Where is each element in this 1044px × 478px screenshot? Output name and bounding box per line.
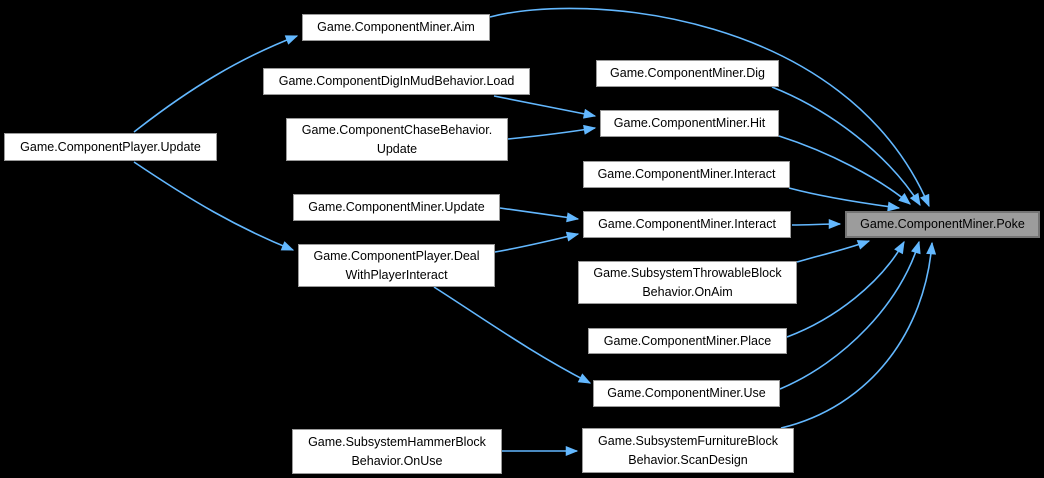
node-game-componentminer-hit[interactable]: Game.ComponentMiner.Hit [600,110,779,137]
edge-load-to-hit [493,95,597,119]
edge-dig-to-poke [771,86,921,207]
edge-player-update-to-aim [133,35,299,133]
edge-player-update-to-deal [133,161,295,251]
node-game-componentminer-aim[interactable]: Game.ComponentMiner.Aim [302,14,490,41]
edge-furniture-to-poke [780,241,937,429]
node-game-subsystemthrowableblockbehavior-onaim[interactable]: Game.SubsystemThrowableBlock Behavior.On… [578,261,797,304]
node-game-componentminer-interact-1[interactable]: Game.ComponentMiner.Interact [583,161,790,188]
edge-deal-to-use [433,286,592,384]
node-game-componentminer-update[interactable]: Game.ComponentMiner.Update [293,194,500,221]
node-game-subsystemfurnitureblockbehavior-scandesign[interactable]: Game.SubsystemFurnitureBlock Behavior.Sc… [582,428,794,473]
edge-aim-to-poke [489,7,930,208]
edge-use-to-poke [779,240,921,390]
edge-miner-update-to-interact-b [499,207,580,223]
node-game-componentchasebehavior-update[interactable]: Game.ComponentChaseBehavior. Update [286,118,508,161]
edge-interact-a-to-poke [788,187,901,212]
edge-onaim-to-poke [796,240,871,263]
edge-interact-b-to-poke [791,219,842,230]
node-game-componentplayer-dealwithplayerinteract[interactable]: Game.ComponentPlayer.Deal WithPlayerInte… [298,244,495,287]
node-game-componentminer-poke[interactable]: Game.ComponentMiner.Poke [845,211,1040,238]
node-game-componentminer-interact-2[interactable]: Game.ComponentMiner.Interact [583,211,791,238]
node-game-subsystemhammerblockbehavior-onuse[interactable]: Game.SubsystemHammerBlock Behavior.OnUse [292,429,502,474]
edge-deal-to-interact-b [494,231,580,253]
node-game-componentdiginmudbehavior-load[interactable]: Game.ComponentDigInMudBehavior.Load [263,68,530,95]
node-game-componentminer-dig[interactable]: Game.ComponentMiner.Dig [596,60,779,87]
edge-hit-to-poke [778,135,911,205]
node-game-componentminer-use[interactable]: Game.ComponentMiner.Use [593,380,780,407]
node-game-componentplayer-update[interactable]: Game.ComponentPlayer.Update [4,133,217,161]
edge-chase-update-to-hit [507,124,597,140]
node-game-componentminer-place[interactable]: Game.ComponentMiner.Place [588,328,787,354]
edge-place-to-poke [786,240,905,338]
